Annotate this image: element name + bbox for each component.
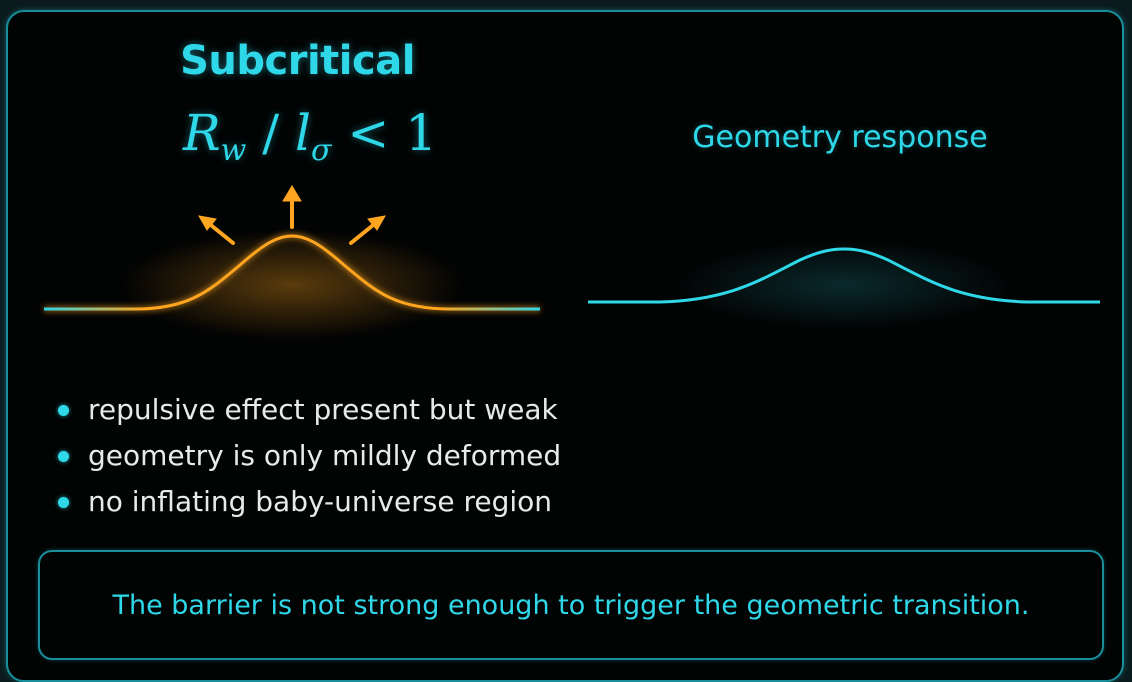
slide-frame — [6, 10, 1124, 682]
ratio-formula: Rw / lσ < 1 — [0, 104, 620, 166]
bullet-dot-icon — [58, 497, 69, 508]
list-item: repulsive effect present but weak — [58, 390, 561, 436]
bullet-list: repulsive effect present but weak geomet… — [58, 390, 561, 528]
arrowhead-right — [367, 215, 386, 231]
callout-text: The barrier is not strong enough to trig… — [112, 589, 1030, 621]
subcritical-bump-curve — [44, 234, 540, 311]
bullet-dot-icon — [58, 451, 69, 462]
formula-l-subscript: σ — [311, 133, 332, 168]
panel-title: Subcritical — [180, 38, 415, 84]
formula-value: 1 — [405, 104, 438, 162]
geometry-response-curve — [588, 247, 1100, 304]
formula-r-subscript: w — [220, 133, 247, 168]
geometry-response-title: Geometry response — [692, 120, 988, 155]
list-item-text: repulsive effect present but weak — [88, 393, 558, 426]
formula-relation: < — [347, 104, 390, 162]
response-glow — [674, 240, 1014, 330]
arrowhead-up — [282, 185, 302, 202]
conclusion-callout: The barrier is not strong enough to trig… — [38, 550, 1104, 660]
bullet-dot-icon — [58, 405, 69, 416]
list-item-text: no inflating baby-universe region — [88, 485, 553, 518]
arrow-left — [210, 224, 235, 245]
list-item: geometry is only mildly deformed — [58, 436, 561, 482]
list-item: no inflating baby-universe region — [58, 482, 561, 528]
formula-slash: / — [262, 104, 280, 162]
list-item-text: geometry is only mildly deformed — [88, 439, 562, 472]
arrow-right — [349, 224, 374, 245]
bump-glow — [122, 230, 462, 340]
formula-r: R — [182, 104, 221, 162]
arrowhead-left — [198, 215, 217, 231]
outward-force-arrows-icon — [198, 185, 386, 245]
formula-l: l — [295, 104, 311, 162]
